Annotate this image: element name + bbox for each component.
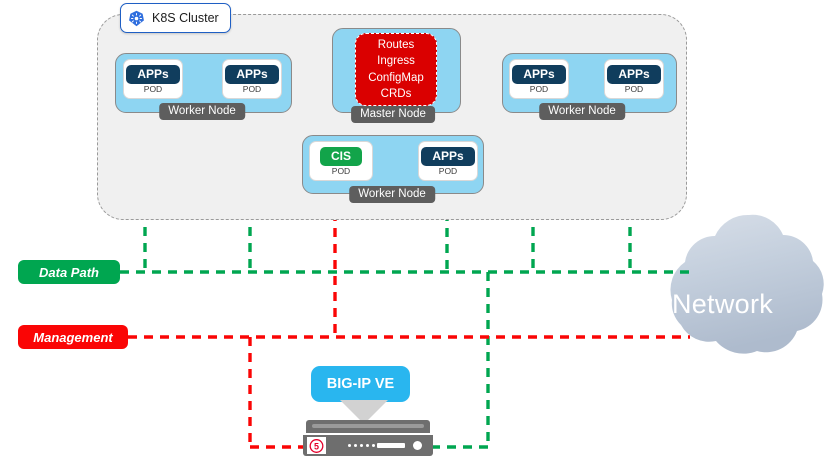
pod-apps-right-2[interactable]: APPs POD <box>604 59 664 99</box>
network-cloud[interactable]: Network <box>620 243 831 365</box>
pod-chip-label: APPs <box>512 64 566 84</box>
worker-node-left-tag: Worker Node <box>159 103 245 120</box>
network-label: Network <box>671 288 774 319</box>
kubernetes-helm-icon <box>129 10 144 26</box>
worker-node-right-tag: Worker Node <box>539 103 625 120</box>
pod-chip-label: APPs <box>421 146 475 166</box>
pod-type-label: POD <box>438 165 458 176</box>
appliance-slot <box>312 424 424 428</box>
pod-apps-left-1[interactable]: APPs POD <box>123 59 183 99</box>
legend-data-path[interactable]: Data Path <box>18 260 120 284</box>
resource-routes: Routes <box>377 39 415 52</box>
master-node-tag: Master Node <box>351 106 435 123</box>
pod-cis[interactable]: CIS POD <box>309 141 373 181</box>
pod-chip-label: APPs <box>126 64 180 84</box>
resource-ingress: Ingress <box>377 55 415 68</box>
pod-apps-left-2[interactable]: APPs POD <box>222 59 282 99</box>
bigip-ve-label-bubble[interactable]: BIG-IP VE <box>311 366 410 402</box>
pod-apps-right-1[interactable]: APPs POD <box>509 59 569 99</box>
bigip-callout-pointer <box>340 400 388 424</box>
appliance-status-leds <box>348 444 375 447</box>
network-cloud-shape <box>670 214 824 354</box>
f5-logo-icon: 5 <box>307 437 326 454</box>
resource-configmap: ConfigMap <box>368 71 424 84</box>
pod-chip-label: APPs <box>607 64 661 84</box>
pod-type-label: POD <box>242 83 262 94</box>
pod-type-label: POD <box>331 165 351 176</box>
svg-text:5: 5 <box>314 441 319 451</box>
resource-crds: CRDs <box>380 87 412 100</box>
pod-type-label: POD <box>529 83 549 94</box>
pod-type-label: POD <box>143 83 163 94</box>
legend-management[interactable]: Management <box>18 325 128 349</box>
pod-chip-label: CIS <box>319 146 362 166</box>
pod-apps-cis-node[interactable]: APPs POD <box>418 141 478 181</box>
appliance-display-bar <box>377 443 405 448</box>
appliance-power-knob <box>413 441 422 450</box>
worker-node-cis-tag: Worker Node <box>349 186 435 203</box>
master-node-resources: Routes Ingress ConfigMap CRDs <box>355 33 437 106</box>
k8s-cluster-label: K8S Cluster <box>152 11 219 25</box>
pod-chip-label: APPs <box>225 64 279 84</box>
k8s-cluster-badge[interactable]: K8S Cluster <box>120 3 231 33</box>
pod-type-label: POD <box>624 83 644 94</box>
bigip-appliance[interactable]: 5 <box>303 420 433 456</box>
